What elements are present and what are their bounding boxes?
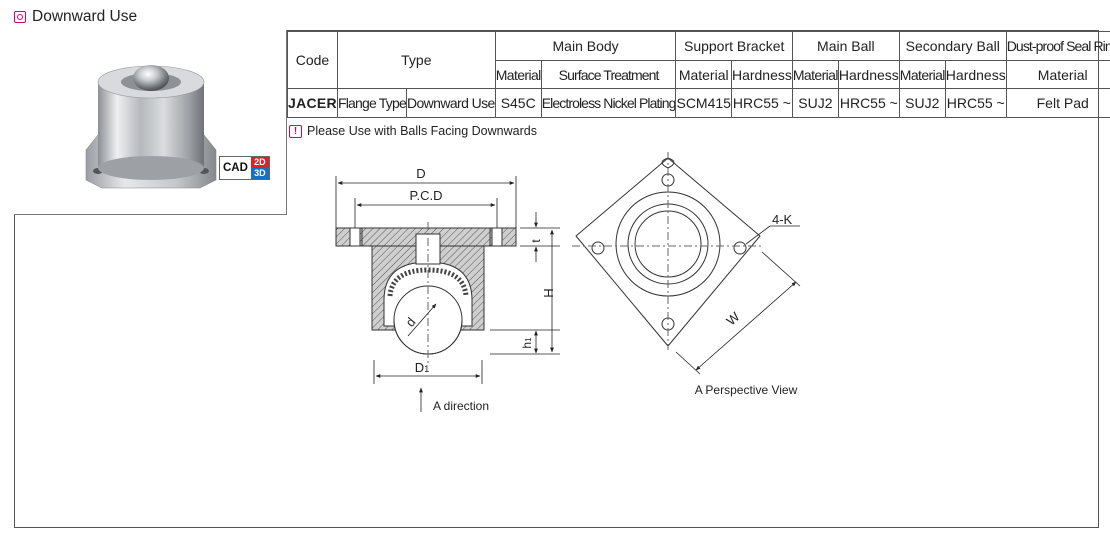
header-secondary-ball: Secondary Ball (898, 31, 1007, 61)
cell-secondary-ball-hardness: HRC55 ~ (944, 88, 1007, 118)
cell-type-use: Downward Use (405, 88, 496, 118)
section-header: Downward Use (14, 7, 137, 27)
square-circle-icon (14, 11, 26, 23)
cad-3d-tag: 3D (250, 168, 269, 179)
header-type: Type (336, 31, 496, 89)
cell-main-ball-hardness: HRC55 ~ (837, 88, 900, 118)
cell-seal-material: Felt Pad (1005, 88, 1110, 118)
sub-hardness: Hardness (944, 60, 1007, 89)
header-main-body: Main Body (494, 31, 677, 61)
cell-main-body-surface: Electroless Nickel Plating (540, 88, 677, 118)
cad-format-stack: 2D 3D (250, 157, 269, 179)
usage-note-text: Please Use with Balls Facing Downwards (307, 124, 537, 138)
exclamation-icon: ! (289, 124, 302, 138)
content-frame (14, 30, 1099, 528)
cell-bracket-material: SCM415 (675, 88, 732, 118)
sub-material: Material (1005, 60, 1110, 89)
cell-secondary-ball-material: SUJ2 (898, 88, 946, 118)
sub-material: Material (791, 60, 839, 89)
sub-hardness: Hardness (837, 60, 900, 89)
cell-code[interactable]: JACER (287, 88, 338, 118)
cell-bracket-hardness: HRC55 ~ (730, 88, 793, 118)
cell-type-flange: Flange Type (336, 88, 407, 118)
cad-2d-tag: 2D (250, 157, 269, 168)
header-main-ball: Main Ball (791, 31, 900, 61)
header-code: Code (287, 31, 338, 89)
sub-material: Material (494, 60, 542, 89)
sub-surface-treatment: Surface Treatment (540, 60, 677, 89)
section-title: Downward Use (32, 8, 138, 25)
cad-badge[interactable]: CAD 2D 3D (219, 156, 270, 180)
cad-label: CAD (223, 162, 248, 174)
sub-hardness: Hardness (730, 60, 793, 89)
usage-note: ! Please Use with Balls Facing Downwards (289, 124, 537, 138)
cell-main-body-material: S45C (494, 88, 542, 118)
header-support-bracket: Support Bracket (675, 31, 793, 61)
product-photo (14, 30, 287, 215)
cell-main-ball-material: SUJ2 (791, 88, 839, 118)
sub-material: Material (898, 60, 946, 89)
sub-material: Material (675, 60, 732, 89)
header-dust-seal-ring: Dust-proof Seal Ring (1005, 31, 1110, 61)
spec-table: Code Type Main Body Support Bracket Main… (287, 31, 1110, 118)
ball-transfer-image (85, 65, 217, 189)
